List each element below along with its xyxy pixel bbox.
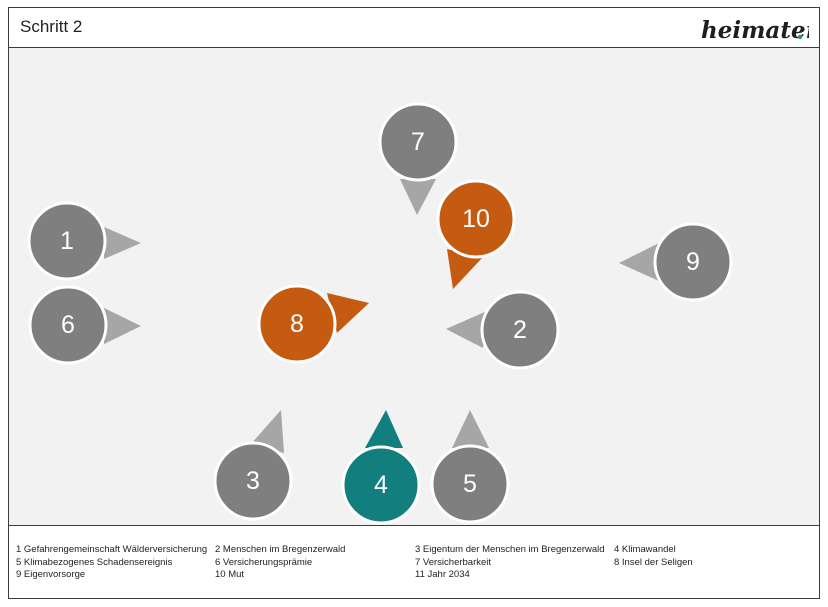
node-5-label: 5 [463,470,477,498]
node-5-pointer [452,410,489,448]
legend-column-1: 1 Gefahrengemeinschaft Wälderversicherun… [16,544,207,582]
header-bar: Schritt 2 heimaten [9,8,819,48]
legend-item: 6 Versicherungsprämie [215,556,313,568]
node-6-pointer [104,308,141,344]
node-1-label: 1 [60,227,74,255]
node-4-pointer [365,410,403,448]
node-9-label: 9 [686,248,700,276]
node-1-circle [27,201,107,281]
node-9-circle [653,222,733,302]
legend-column-2: 2 Menschen im Bregenzerwald 6 Versicheru… [215,544,345,582]
diagram-svg: 1 6 7 10 8 2 9 3 4 5 [27,102,733,525]
node-9: 9 [619,222,733,302]
node-1: 1 [27,201,141,281]
page-title: Schritt 2 [20,17,83,36]
node-10-pointer [447,249,483,289]
slide-frame: Schritt 2 heimaten 1 6 7 10 8 2 9 3 4 5 1 Gefahre… [8,7,820,599]
node-7-circle [378,102,458,182]
legend-item: 1 Gefahrengemeinschaft Wälderversicherun… [16,544,208,555]
legend-item: 11 Jahr 2034 [415,569,470,581]
node-2: 2 [446,290,560,370]
node-7: 7 [378,102,458,215]
legend-item: 8 Insel der Seligen [614,556,693,568]
node-10-label: 10 [462,205,490,233]
node-7-label: 7 [411,128,425,156]
node-3-label: 3 [246,467,260,495]
node-10-circle [436,179,516,259]
node-6-circle [28,285,108,365]
node-4: 4 [341,410,421,525]
legend-item: 9 Eigenvorsorge [16,569,86,581]
node-5-circle [430,444,510,524]
diagram-canvas: 1 6 7 10 8 2 9 3 4 5 [9,48,819,526]
node-7-pointer [400,179,436,215]
legend-item: 5 Klimabezogenes Schadensereignis [16,556,173,568]
legend-item: 3 Eigentum der Menschen im Bregenzerwald [415,544,605,555]
node-8-pointer [327,293,369,333]
heimaten-logo: heimaten [701,17,809,44]
legend-item: 10 Mut [215,569,245,581]
node-4-label: 4 [374,471,388,499]
legend-item: 2 Menschen im Bregenzerwald [215,544,346,555]
legend-column-4: 4 Klimawandel 8 Insel der Seligen [614,544,693,569]
logo-text: heimaten [701,17,809,44]
node-9-pointer [619,243,659,281]
node-2-circle [480,290,560,370]
node-6: 6 [28,285,141,365]
node-8-circle [257,284,337,364]
node-1-pointer [104,227,141,259]
node-3-circle [213,441,293,521]
node-3: 3 [213,410,293,521]
node-8-label: 8 [290,310,304,338]
node-2-label: 2 [513,316,527,344]
node-10: 10 [436,179,516,289]
legend-column-3: 3 Eigentum der Menschen im Bregenzerwald… [415,544,605,582]
node-6-label: 6 [61,311,75,339]
node-4-circle [341,445,421,525]
node-2-pointer [446,311,487,348]
node-8: 8 [257,284,369,364]
logo-dot [797,34,803,40]
legend-item: 4 Klimawandel [614,544,676,555]
legend-item: 7 Versicherbarkeit [415,556,492,568]
node-5: 5 [430,410,510,524]
